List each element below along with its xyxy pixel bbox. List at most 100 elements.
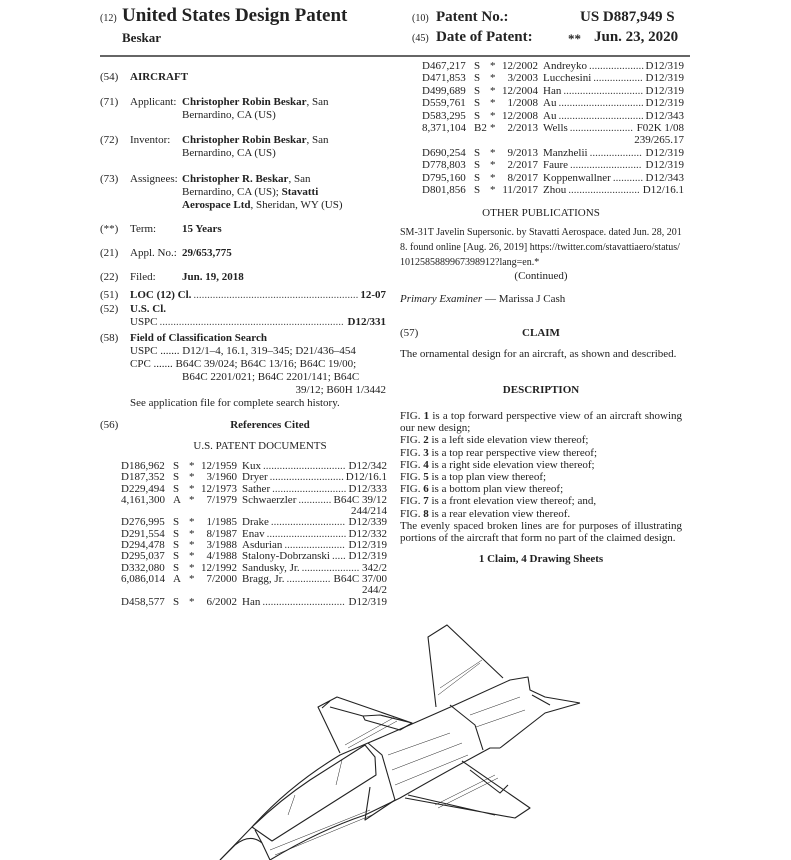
patentee: Han xyxy=(543,84,562,97)
classification: B64C 37/00 xyxy=(333,572,387,585)
fig-prefix: FIG. xyxy=(400,410,421,422)
canopy-glare xyxy=(287,759,343,816)
patent-number: US D887,949 S xyxy=(580,9,675,25)
cited-by-examiner-mark: * xyxy=(189,482,195,495)
code-58: (58) xyxy=(100,332,119,344)
fig-number: 2 xyxy=(423,434,429,447)
assignee-line-3: Aerospace Ltd, Sheridan, WY (US) xyxy=(182,199,343,212)
classification: D12/319 xyxy=(645,72,685,85)
inventor-label: Inventor: xyxy=(130,134,171,146)
code-51: (51) xyxy=(100,289,119,301)
patent-number: 4,161,300 xyxy=(121,493,165,506)
classification: D12/319 xyxy=(348,539,388,552)
patent-number: 8,371,104 xyxy=(422,121,466,134)
applicant-name: Christopher Robin Beskar xyxy=(182,96,307,108)
date: 3/1988 xyxy=(206,539,237,552)
fig-number: 1 xyxy=(423,410,430,422)
us-patent-documents-title: U.S. PATENT DOCUMENTS xyxy=(193,440,327,452)
code-term: (**) xyxy=(100,223,119,235)
kind-code: S xyxy=(173,595,180,608)
leader-dots: ................... xyxy=(589,146,642,159)
assignee-name-2b: Aerospace Ltd xyxy=(182,199,251,211)
classification: 239/265.17 xyxy=(634,134,684,147)
classification: D12/333 xyxy=(348,482,388,495)
patent-number: D778,803 xyxy=(422,159,466,172)
applicant-location: , San xyxy=(306,96,329,108)
patent-number: D471,853 xyxy=(422,72,466,85)
patentee: Lucchesini xyxy=(543,72,592,85)
reference-row: 244/2 xyxy=(121,584,387,597)
patent-number: D583,295 xyxy=(422,109,466,122)
applicant-line: Christopher Robin Beskar, San xyxy=(182,96,328,109)
patentee: Wells xyxy=(543,121,568,134)
leader-dots: ........................... xyxy=(272,483,347,495)
cited-by-examiner-mark: * xyxy=(490,72,496,85)
date: 12/1959 xyxy=(200,460,237,472)
classification: 342/2 xyxy=(361,561,387,574)
claim-text: The ornamental design for an aircraft, a… xyxy=(400,348,677,360)
classification: D12/319 xyxy=(348,550,388,563)
patentee: Schwaerzler xyxy=(242,493,297,506)
uspc-line: USPC ...................................… xyxy=(130,316,386,329)
patentee: Dryer xyxy=(242,471,268,484)
fig-description: FIG. 7 is a front elevation view thereof… xyxy=(400,495,682,507)
code-71: (71) xyxy=(100,96,119,108)
loc-value: 12-07 xyxy=(360,289,386,301)
aircraft-drawing xyxy=(219,624,581,860)
assignee-loc-2: Bernardino, CA (US); xyxy=(182,186,279,198)
cited-by-examiner-mark: * xyxy=(189,471,195,484)
leader-dots: ........................................… xyxy=(193,289,359,301)
leader-dots: ........................... xyxy=(270,517,346,529)
cited-by-examiner-mark: * xyxy=(189,550,195,563)
kind-code: S xyxy=(173,539,180,552)
classification: D12/16.1 xyxy=(642,183,684,196)
fig-text: is a front elevation view thereof; and, xyxy=(428,495,597,508)
patent-no-label: Patent No.: xyxy=(436,9,509,25)
patentee: Andreyko xyxy=(543,60,587,72)
references-title: References Cited xyxy=(230,419,310,431)
patent-number: D229,494 xyxy=(121,482,165,495)
kind-code: S xyxy=(474,97,481,110)
cited-by-examiner-mark: * xyxy=(490,146,496,159)
patentee: Asdurian xyxy=(242,539,283,552)
uspc-label: USPC xyxy=(130,316,158,328)
assignee-line-1: Christopher R. Beskar, San xyxy=(182,173,310,186)
cited-by-examiner-mark: * xyxy=(490,171,496,184)
patent-number: D690,254 xyxy=(422,146,466,159)
fig-description: FIG. 3 is a top rear perspective view th… xyxy=(400,447,682,459)
right-wing xyxy=(404,760,531,819)
code-52: (52) xyxy=(100,303,119,315)
invention-title: AIRCRAFT xyxy=(130,71,189,83)
classification: D12/319 xyxy=(645,97,685,110)
date: 12/1973 xyxy=(200,482,237,495)
classification: D12/319 xyxy=(348,595,388,608)
continued-note: (Continued) xyxy=(514,270,568,282)
leader-dots: ................ xyxy=(286,573,331,585)
cited-by-examiner-mark: * xyxy=(189,516,195,529)
nose xyxy=(219,837,271,860)
cited-by-examiner-mark: * xyxy=(189,527,195,540)
appl-label: Appl. No.: xyxy=(130,247,177,259)
code-22: (22) xyxy=(100,271,119,283)
patent-number: D294,478 xyxy=(121,539,165,552)
patentee: Koppenwallner xyxy=(543,171,611,184)
leader-dots: ............................. xyxy=(563,84,644,97)
leader-dots: ........... xyxy=(612,171,644,184)
patent-number: D332,080 xyxy=(121,561,165,574)
assignee-label: Assignees: xyxy=(130,173,178,185)
classification: D12/339 xyxy=(348,516,388,529)
leader-dots: ....................... xyxy=(569,121,634,134)
claim-heading: (57) CLAIM xyxy=(400,327,682,340)
date: 3/1960 xyxy=(206,471,237,484)
kind-code: S xyxy=(474,171,481,184)
classification: 244/2 xyxy=(361,584,387,597)
uspc-value: D12/331 xyxy=(347,316,387,328)
assignee-loc-1: , San xyxy=(288,173,311,185)
patent-number: D187,352 xyxy=(121,471,165,484)
fig-description: FIG. 8 is a rear elevation view thereof. xyxy=(400,508,682,520)
date: 7/2000 xyxy=(206,572,237,585)
